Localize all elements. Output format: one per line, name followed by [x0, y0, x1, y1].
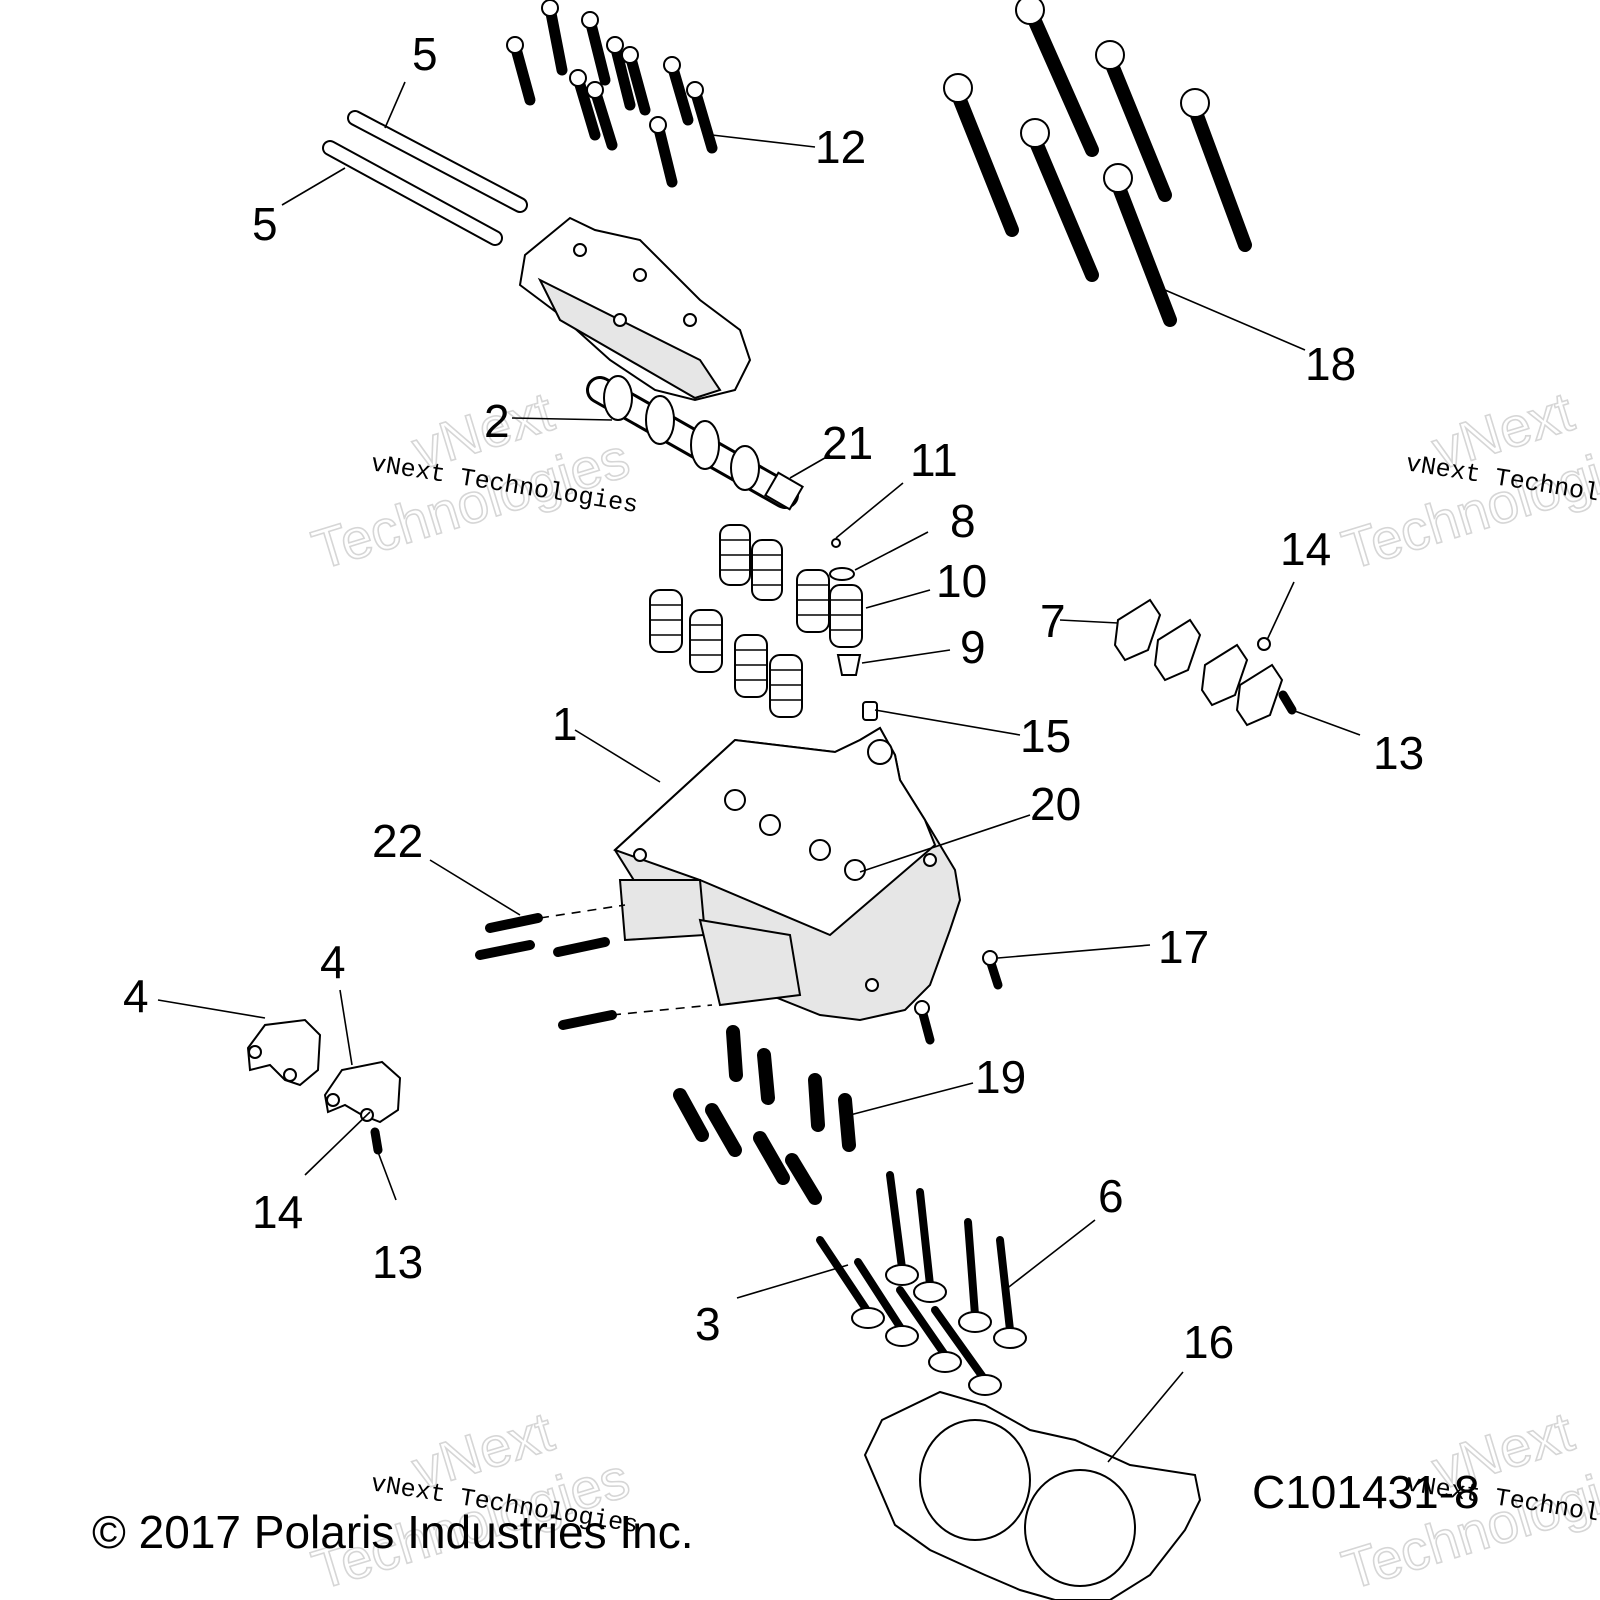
- callout-11: 11: [910, 434, 958, 486]
- bolts-18: [943, 0, 1252, 327]
- callout-17: 17: [1158, 921, 1209, 973]
- callout-labels: 5 5 12 18 2 21 11 8 10 9 7 14 13 15 1 20…: [123, 28, 1424, 1368]
- callout-3: 3: [695, 1298, 721, 1350]
- callout-14: 14: [1280, 523, 1331, 575]
- callout-5: 5: [412, 28, 438, 80]
- callout-21: 21: [822, 417, 873, 469]
- callout-7: 7: [1040, 595, 1066, 647]
- callout-19: 19: [975, 1051, 1026, 1103]
- watermark-right: vNext Technologies vNext Technologies: [1334, 378, 1600, 582]
- keeper-11: [831, 538, 841, 548]
- cam-carrier: [518, 216, 752, 402]
- nut-14-right: [1257, 637, 1271, 651]
- retainer-8: [829, 567, 855, 581]
- camshaft-2: [586, 375, 804, 511]
- callout-10: 10: [936, 555, 987, 607]
- rocker-arms-4: [246, 1018, 402, 1124]
- callout-22: 22: [372, 815, 423, 867]
- rocker-arms-7: [1113, 598, 1284, 727]
- bolts-12: [506, 0, 718, 188]
- bolts-17: [914, 950, 1003, 1045]
- watermark-left: vNext Technologies vNext Technologies: [304, 378, 640, 582]
- pins-22: [475, 904, 713, 1030]
- copyright-text: © 2017 Polaris Industries Inc.: [92, 1506, 694, 1558]
- callout-14: 14: [252, 1186, 303, 1238]
- callout-18: 18: [1305, 338, 1356, 390]
- head-gasket-16: [863, 1390, 1202, 1600]
- rocker-shafts-5: [322, 110, 528, 246]
- callout-13: 13: [1373, 727, 1424, 779]
- callout-1: 1: [552, 698, 578, 750]
- callout-16: 16: [1183, 1316, 1234, 1368]
- leader-lines: [157, 81, 1361, 1463]
- spring-group-lower: [649, 589, 803, 718]
- callout-2: 2: [484, 395, 510, 447]
- callout-4: 4: [123, 970, 149, 1022]
- valve-guides-19: [673, 1025, 856, 1205]
- valve-springs-10: [649, 524, 863, 718]
- dowel-15: [862, 701, 878, 721]
- callout-20: 20: [1030, 778, 1081, 830]
- valves: [816, 1171, 1027, 1396]
- screw-13-left: [370, 1127, 383, 1155]
- screw-13-right: [1278, 690, 1297, 715]
- callout-15: 15: [1020, 710, 1071, 762]
- watermark-bottom-left: vNext Technologies vNext Technologies: [304, 1398, 640, 1600]
- document-id: C101431-8: [1252, 1466, 1480, 1518]
- callout-8: 8: [950, 495, 976, 547]
- callout-4: 4: [320, 936, 346, 988]
- valve-seal-9: [836, 654, 862, 676]
- callout-13: 13: [372, 1236, 423, 1288]
- callout-9: 9: [960, 621, 986, 673]
- cylinder-head-1: [613, 726, 962, 1022]
- callout-6: 6: [1098, 1170, 1124, 1222]
- callout-5: 5: [252, 198, 278, 250]
- callout-12: 12: [815, 121, 866, 173]
